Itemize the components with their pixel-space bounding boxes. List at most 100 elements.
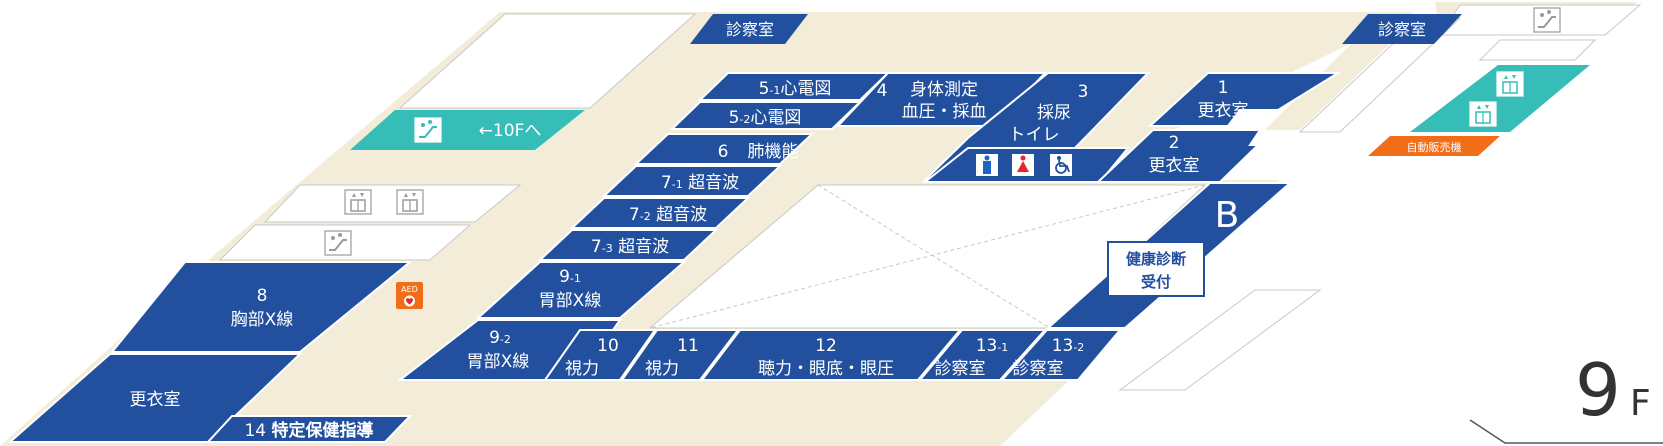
void-line-b — [649, 184, 1206, 329]
reception-box: 健康診断 受付 — [1107, 241, 1205, 297]
elevator-icon — [1469, 101, 1497, 127]
room-label: 視力 — [565, 359, 599, 379]
room-number: 9 — [559, 267, 570, 287]
room-6: 6 肺機能 — [633, 133, 815, 165]
room-subnumber: -2 — [739, 113, 750, 126]
room-label: 更衣室 — [1198, 101, 1249, 121]
room-number: 12 — [815, 336, 837, 356]
room-label: 胃部X線 — [467, 352, 530, 372]
room-14: 14 特定保健指導 — [205, 415, 413, 443]
escalator-icon — [324, 230, 352, 256]
men-toilet-icon — [976, 154, 998, 176]
aed-label: AED — [401, 285, 418, 294]
room-subnumber: -1 — [769, 84, 780, 97]
room-subnumber: -1 — [997, 341, 1008, 354]
reception-label: 健康診断 — [1126, 250, 1186, 268]
elevator-icon — [396, 189, 424, 215]
room-number: 7 — [661, 173, 672, 193]
room-8: 8 胸部X線 — [109, 261, 413, 353]
room-number: 4 — [877, 81, 888, 101]
room-label: B — [1215, 195, 1240, 236]
aed-icon — [404, 295, 415, 307]
room-label: 身体測定 — [910, 80, 978, 100]
sign-shinsatsu-right: 診察室 — [1342, 14, 1462, 44]
toilet-strip — [922, 147, 1131, 183]
room-13-2: 13-2 診察室 — [999, 329, 1123, 381]
room-7-3: 7-3 超音波 — [537, 229, 719, 261]
room-number: 1 — [1218, 78, 1229, 98]
room-label: 心電図 — [780, 79, 831, 99]
room-label: 診察室 — [1013, 359, 1064, 379]
sign-label: 診察室 — [726, 20, 774, 39]
room-label: 更衣室 — [1149, 156, 1200, 176]
room-11: 11 視力 — [620, 329, 741, 381]
women-toilet-icon — [1012, 154, 1034, 176]
room-5-2: 5-2心電図 — [669, 101, 863, 130]
room-label: 血圧・採血 — [902, 102, 987, 122]
svg-text:9-2: 9-2 — [489, 328, 511, 348]
svg-text:7-1 超音波: 7-1 超音波 — [661, 173, 739, 193]
room-7-1: 7-1 超音波 — [601, 165, 783, 197]
escalator-area: ←10Fへ — [350, 110, 585, 150]
room-number: 6 — [718, 142, 729, 162]
floor-unit: F — [1630, 383, 1651, 424]
room-subnumber: -1 — [570, 272, 581, 285]
room-7-2: 7-2 超音波 — [569, 197, 751, 229]
room-label: 胃部X線 — [539, 291, 602, 311]
to-10f-label: ←10Fへ — [479, 121, 542, 141]
svg-text:7-3 超音波: 7-3 超音波 — [591, 237, 669, 257]
room-label: 聴力・眼底・眼圧 — [758, 359, 894, 379]
floor-indicator: 9 F — [1469, 348, 1663, 444]
room-number: 9 — [489, 328, 500, 348]
reception-label: 受付 — [1141, 273, 1171, 291]
svg-text:14 特定保健指導: 14 特定保健指導 — [244, 420, 373, 441]
room-label: 特定保健指導 — [272, 420, 374, 441]
room-subnumber: -3 — [602, 242, 613, 255]
svg-text:5-2心電図: 5-2心電図 — [729, 108, 802, 128]
room-12: 12 聴力・眼底・眼圧 — [699, 329, 963, 381]
room-number: 13 — [1052, 336, 1074, 356]
room-label: 診察室 — [935, 359, 986, 379]
room-number: 3 — [1078, 82, 1089, 102]
elevator-icon — [1496, 71, 1524, 97]
room-13-1: 13-1 診察室 — [917, 329, 1048, 381]
room-number: 10 — [597, 336, 619, 356]
room-label: 胸部X線 — [231, 310, 294, 330]
room-2: 2 更衣室 — [1095, 129, 1262, 183]
svg-text:13-2: 13-2 — [1052, 336, 1085, 356]
room-label: 心電図 — [750, 108, 801, 128]
accessible-toilet-icon — [1050, 154, 1072, 176]
room-number: 5 — [729, 108, 740, 128]
room-10: 10 視力 — [543, 329, 657, 381]
room-1: 1 更衣室 — [1147, 72, 1342, 127]
room-number: 13 — [976, 336, 998, 356]
vending-machine: 自動販売機 — [1368, 136, 1500, 156]
aed: AED — [396, 282, 423, 309]
sign-label: 診察室 — [1378, 20, 1426, 39]
room-label: 超音波 — [656, 205, 707, 225]
svg-text:7-2 超音波: 7-2 超音波 — [629, 205, 707, 225]
elevator-area-right — [1410, 7, 1590, 132]
void-line-a — [817, 184, 1051, 329]
room-subnumber: -2 — [640, 210, 651, 223]
room-number: 11 — [677, 336, 699, 356]
room-label: 採尿 — [1037, 103, 1071, 123]
room-subnumber: -2 — [1073, 341, 1084, 354]
elevator-icon — [344, 189, 372, 215]
room-5-1: 5-1心電図 — [697, 72, 891, 101]
room-subnumber: -1 — [672, 178, 683, 191]
escalator-icon — [1533, 7, 1561, 33]
room-number: 5 — [759, 79, 770, 99]
sign-shinsatsu-left: 診察室 — [690, 14, 808, 44]
room-label: 超音波 — [618, 237, 669, 257]
svg-text:13-1: 13-1 — [976, 336, 1009, 356]
room-number: 8 — [257, 286, 268, 306]
floor-underline — [1469, 419, 1663, 444]
room-number: 7 — [629, 205, 640, 225]
room-label: トイレ — [1009, 125, 1060, 145]
room-label: 更衣室 — [130, 390, 181, 410]
svg-text:9-1: 9-1 — [559, 267, 581, 287]
room-number: 2 — [1169, 133, 1180, 153]
room-label: 肺機能 — [748, 142, 799, 162]
